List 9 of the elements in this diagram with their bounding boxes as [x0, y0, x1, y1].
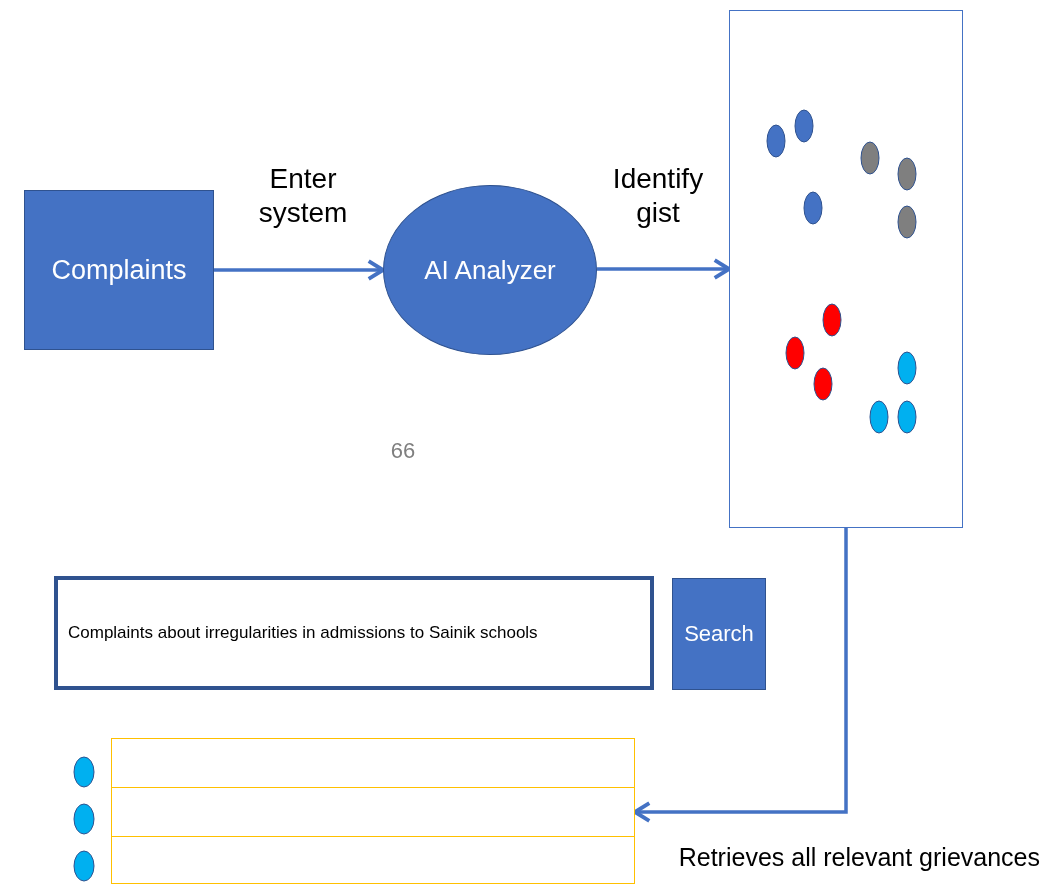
- cluster-panel: [729, 10, 963, 528]
- result-row: [111, 738, 635, 788]
- result-row: [111, 787, 635, 837]
- process-box: Complaints: [24, 190, 214, 350]
- result-row: [111, 836, 635, 884]
- search-button: Search: [672, 578, 766, 690]
- page-number: 66: [389, 438, 417, 465]
- process-ellipse: AI Analyzer: [383, 185, 597, 355]
- search-field: Complaints about irregularities in admissions to Sainik schools: [54, 576, 654, 690]
